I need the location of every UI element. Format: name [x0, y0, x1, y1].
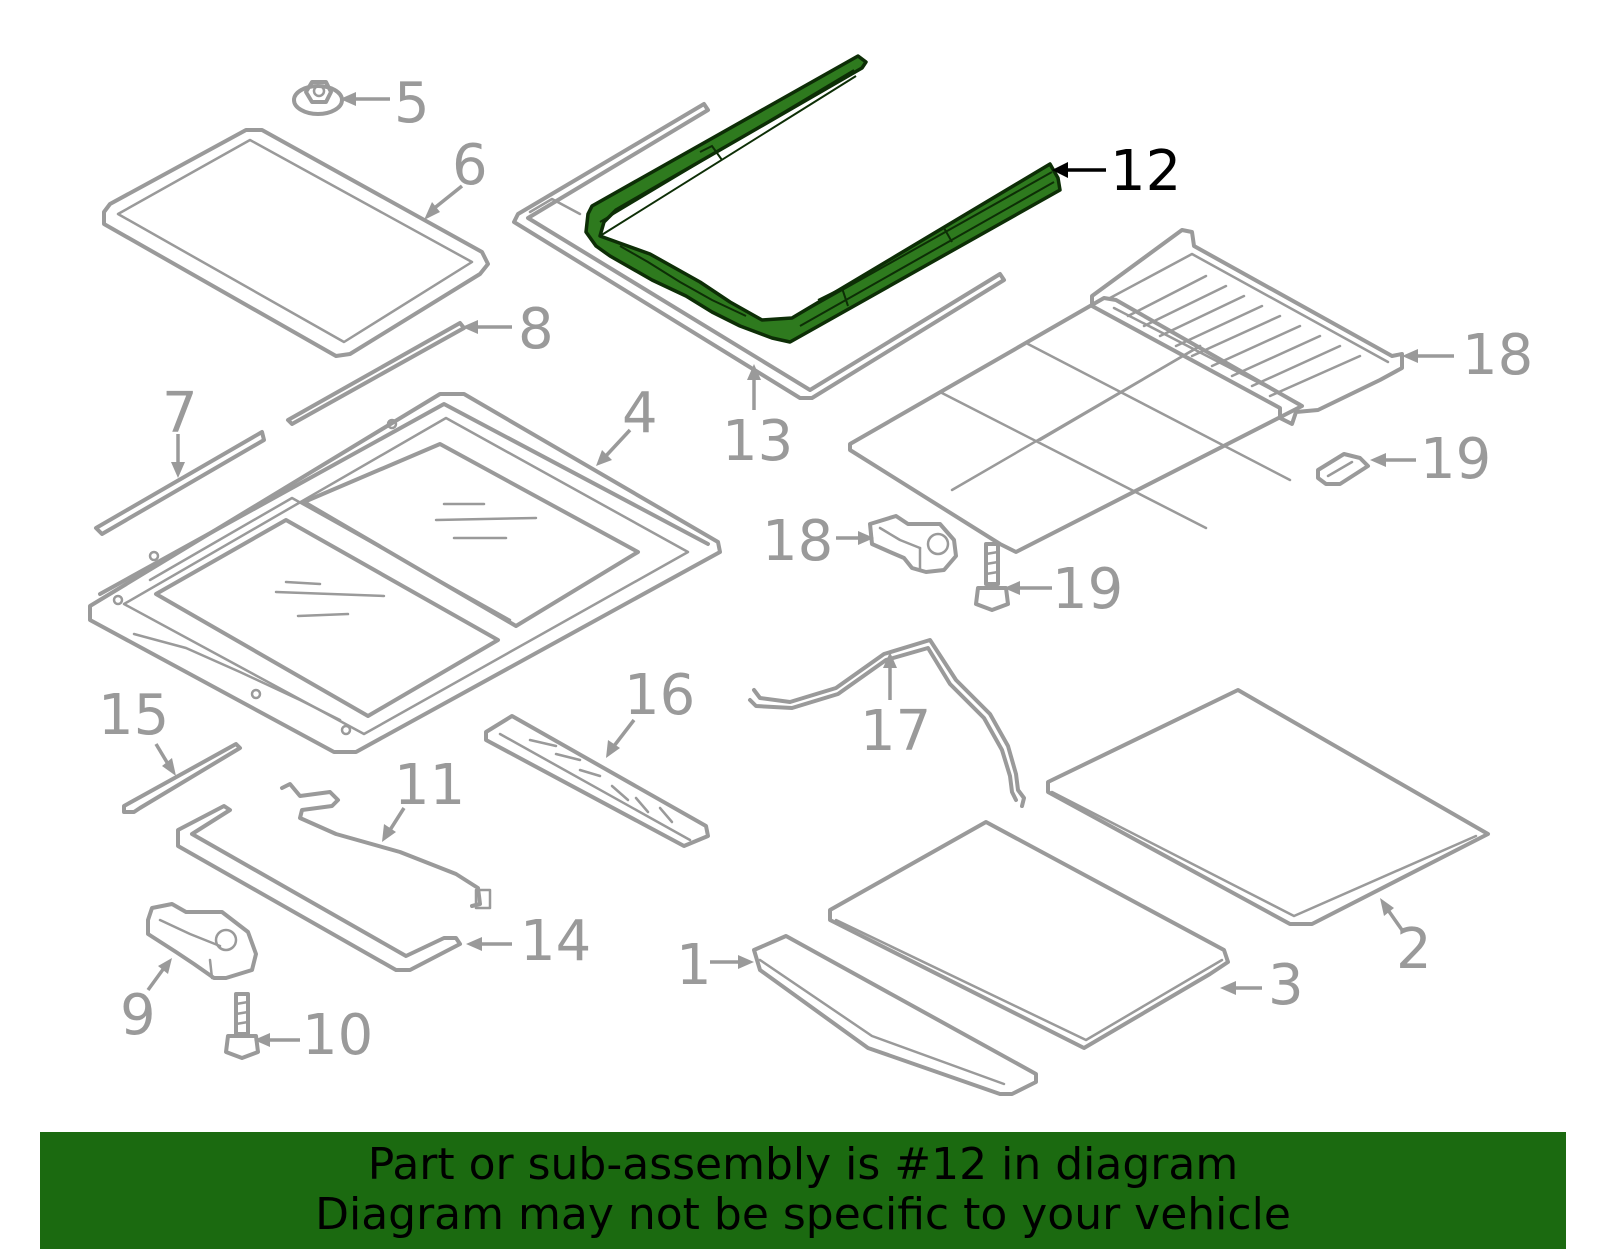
part-6-seal[interactable] — [102, 128, 490, 358]
part-4-frame[interactable] — [88, 392, 722, 754]
callout-12[interactable]: 12 — [1110, 139, 1181, 204]
callout-7[interactable]: 7 — [162, 381, 198, 446]
part-11-cable[interactable] — [280, 782, 492, 910]
callout-10[interactable]: 10 — [302, 1003, 373, 1068]
callout-13[interactable]: 13 — [722, 409, 793, 474]
part-15-strip[interactable] — [122, 742, 242, 814]
part-10-bolt[interactable] — [224, 992, 260, 1060]
callout-8[interactable]: 8 — [518, 297, 554, 362]
info-banner: Part or sub-assembly is #12 in diagram D… — [40, 1132, 1566, 1249]
part-7-strip[interactable] — [94, 430, 266, 536]
callout-19-top[interactable]: 19 — [1420, 427, 1491, 492]
callout-15[interactable]: 15 — [98, 683, 169, 748]
sunshade-panel — [848, 296, 1304, 554]
callout-18-motor[interactable]: 18 — [762, 509, 833, 574]
part-2-glass[interactable] — [1046, 688, 1490, 926]
part-14-seal[interactable] — [176, 804, 462, 972]
callout-18-top[interactable]: 18 — [1462, 323, 1533, 388]
part-8-strip[interactable] — [286, 321, 466, 426]
banner-line-disclaimer: Diagram may not be specific to your vehi… — [315, 1189, 1291, 1240]
part-13-outer-seal[interactable] — [512, 102, 1006, 400]
part-19-clip[interactable] — [1316, 452, 1370, 486]
banner-line-part: Part or sub-assembly is #12 in diagram — [367, 1139, 1239, 1190]
part-18-shade-roller[interactable] — [1090, 228, 1404, 426]
callout-14[interactable]: 14 — [520, 909, 591, 974]
part-1-trim[interactable] — [752, 934, 1038, 1096]
leaders — [146, 92, 1454, 1047]
callout-4[interactable]: 4 — [622, 381, 658, 446]
callout-11[interactable]: 11 — [394, 753, 465, 818]
callout-1[interactable]: 1 — [676, 933, 712, 998]
callout-3[interactable]: 3 — [1268, 953, 1304, 1018]
part-16-deflector[interactable] — [484, 714, 710, 848]
callout-17[interactable]: 17 — [860, 699, 931, 764]
part-17-drain-tube[interactable] — [748, 638, 1026, 808]
callout-16[interactable]: 16 — [624, 663, 695, 728]
part-19-bolt[interactable] — [974, 542, 1010, 612]
part-18-motor[interactable] — [868, 514, 958, 574]
part-3-glass[interactable] — [828, 820, 1230, 1050]
part-12-rail-assembly[interactable] — [584, 54, 1062, 344]
callout-5[interactable]: 5 — [394, 71, 430, 136]
part-9-motor[interactable] — [146, 902, 258, 980]
part-5-nut[interactable] — [292, 80, 344, 116]
callout-labels: 5 6 12 8 7 4 13 18 19 18 19 15 16 11 17 … — [98, 71, 1533, 1068]
callout-19-bolt[interactable]: 19 — [1052, 557, 1123, 622]
callout-6[interactable]: 6 — [452, 133, 488, 198]
callout-2[interactable]: 2 — [1396, 917, 1432, 982]
callout-9[interactable]: 9 — [120, 983, 156, 1048]
